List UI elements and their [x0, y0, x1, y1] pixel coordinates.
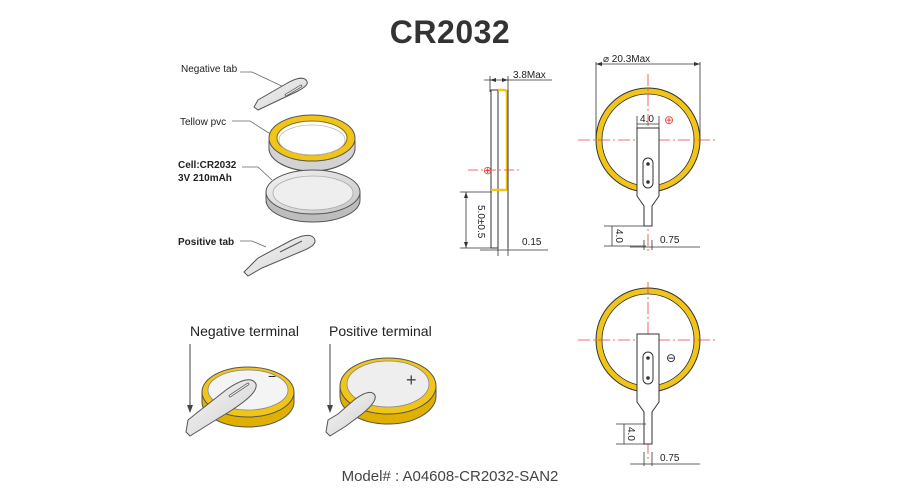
side-plus-mark: ⊕ [483, 165, 492, 177]
dim-thickness: 3.8Max [513, 70, 546, 81]
front-view-bottom [578, 282, 718, 466]
label-capacity: 3V 210mAh [178, 173, 232, 184]
side-view [460, 76, 552, 256]
dim-diameter: ⌀ 20.3Max [603, 54, 650, 65]
front-view-top [578, 62, 718, 254]
dim-tab-thickness: 0.15 [522, 237, 542, 248]
exploded-view [232, 71, 361, 277]
positive-terminal-view [325, 344, 437, 437]
model-number: Model# : A04608-CR2032-SAN2 [341, 468, 559, 485]
label-positive-tab: Positive tab [178, 237, 235, 248]
positive-tab-part [243, 234, 316, 277]
label-cell: Cell:CR2032 [178, 160, 237, 171]
front-minus-mark: ⊖ [666, 351, 676, 365]
dim-tab-length-top: 4.0 [613, 229, 624, 243]
dim-tab-width: 4.0 [640, 114, 654, 125]
dim-tab-thickness-bottom: 0.75 [660, 453, 680, 464]
cell-part [265, 169, 361, 223]
negative-sign: − [268, 368, 276, 384]
label-negative-tab: Negative tab [181, 64, 238, 75]
label-negative-terminal: Negative terminal [190, 323, 299, 339]
yellow-pvc-ring [268, 114, 356, 172]
dim-tab-offset: 5.0±0.5 [475, 205, 486, 239]
negative-terminal-view [185, 344, 295, 437]
label-yellow-pvc: Tellow pvc [180, 117, 227, 128]
dim-tab-thickness-top: 0.75 [660, 235, 680, 246]
label-positive-terminal: Positive terminal [329, 323, 432, 339]
positive-sign: + [406, 370, 417, 390]
dim-tab-length-bottom: 4.0 [625, 427, 636, 441]
negative-tab-part [253, 77, 308, 111]
front-plus-mark: ⊕ [664, 113, 674, 127]
page-title: CR2032 [389, 14, 511, 50]
